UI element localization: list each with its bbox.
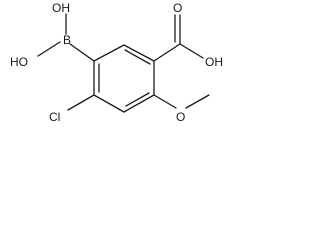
- carboxyl-o-label: O: [173, 1, 182, 15]
- methoxy-o-label: O: [176, 110, 185, 124]
- ring-bond-c1-c2: [93, 44, 125, 62]
- benzene-ring: [93, 44, 155, 113]
- bond-methoxy-o-methyl: [185, 94, 210, 109]
- chloro-group: Cl: [49, 94, 95, 124]
- bond-ring-chlorine: [67, 94, 95, 111]
- boron-oh-top-label: OH: [52, 1, 70, 15]
- carboxylic-acid-group: O OH: [153, 1, 223, 69]
- bond-boron-ho-left: [37, 41, 61, 57]
- ring-bond-c5-c6: [93, 94, 125, 113]
- boron-ho-left-label: HO: [10, 55, 28, 69]
- molecule-structure: B OH HO O OH Cl O: [10, 1, 223, 124]
- ring-bond-c2-c3: [123, 44, 155, 62]
- ring-bond-c4-c5: [123, 94, 155, 113]
- boron-label: B: [63, 33, 71, 47]
- bond-ring-boron: [69, 43, 95, 62]
- structure-diagram: B OH HO O OH Cl O: [0, 0, 244, 138]
- boronic-acid-group: B OH HO: [10, 1, 95, 69]
- chlorine-label: Cl: [49, 110, 60, 124]
- ring-double-bond-inner-1: [124, 49, 151, 65]
- bond-carboxyl-oh: [179, 43, 204, 59]
- bond-ring-methoxy-o: [153, 94, 177, 109]
- carboxyl-oh-label: OH: [205, 55, 223, 69]
- ring-double-bond-inner-2: [125, 92, 150, 107]
- bond-ring-carboxyl-carbon: [153, 43, 181, 62]
- methoxy-group: O: [153, 94, 210, 124]
